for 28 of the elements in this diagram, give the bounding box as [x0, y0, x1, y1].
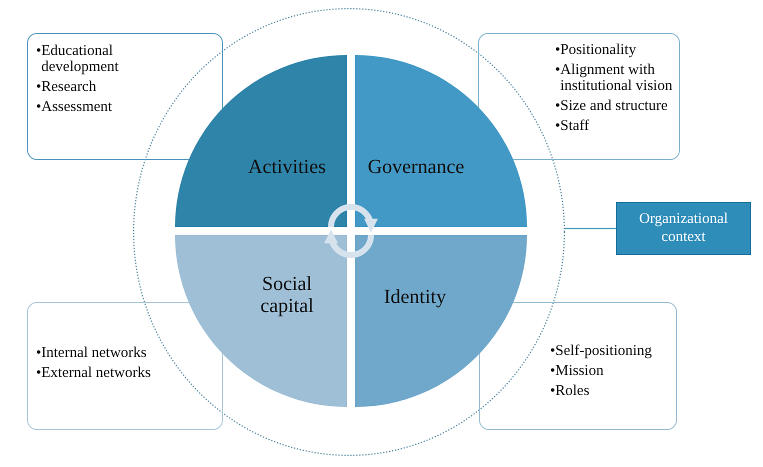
bullet-item: •Staff: [555, 118, 590, 134]
pie-quadrant: [355, 235, 527, 407]
quadrant-label: Governance: [368, 156, 464, 178]
bullet-item: •Research: [36, 79, 96, 95]
curved-arrow: [324, 230, 374, 258]
bullet-item: •Positionality: [555, 42, 636, 58]
quadrant-label: Activities: [248, 156, 326, 178]
pie-quadrant: [175, 235, 347, 407]
list-panel: [27, 33, 223, 160]
bullet-item: •Roles: [550, 383, 590, 399]
list-panel: [478, 33, 680, 160]
bullet-item: •Alignment with institutional vision: [555, 62, 674, 94]
quadrant-label: Social capital: [260, 273, 314, 317]
bullet-item: •External networks: [36, 365, 151, 381]
connector-line: [564, 228, 616, 230]
pie-quadrant: [175, 55, 347, 227]
quadrant-label: Identity: [384, 286, 446, 308]
bullet-item: •Assessment: [36, 99, 112, 115]
context-box: Organizational context: [616, 202, 751, 255]
bullet-item: •Size and structure: [555, 98, 668, 114]
bullet-item: •Self-positioning: [550, 343, 652, 359]
list-panel: [479, 302, 677, 430]
bullet-item: •Mission: [550, 363, 604, 379]
list-panel: [27, 302, 223, 430]
bullet-item: •Educational development: [36, 43, 120, 75]
pie-quadrant: [355, 55, 527, 227]
bullet-item: •Internal networks: [36, 345, 147, 361]
curved-arrow: [328, 204, 378, 232]
